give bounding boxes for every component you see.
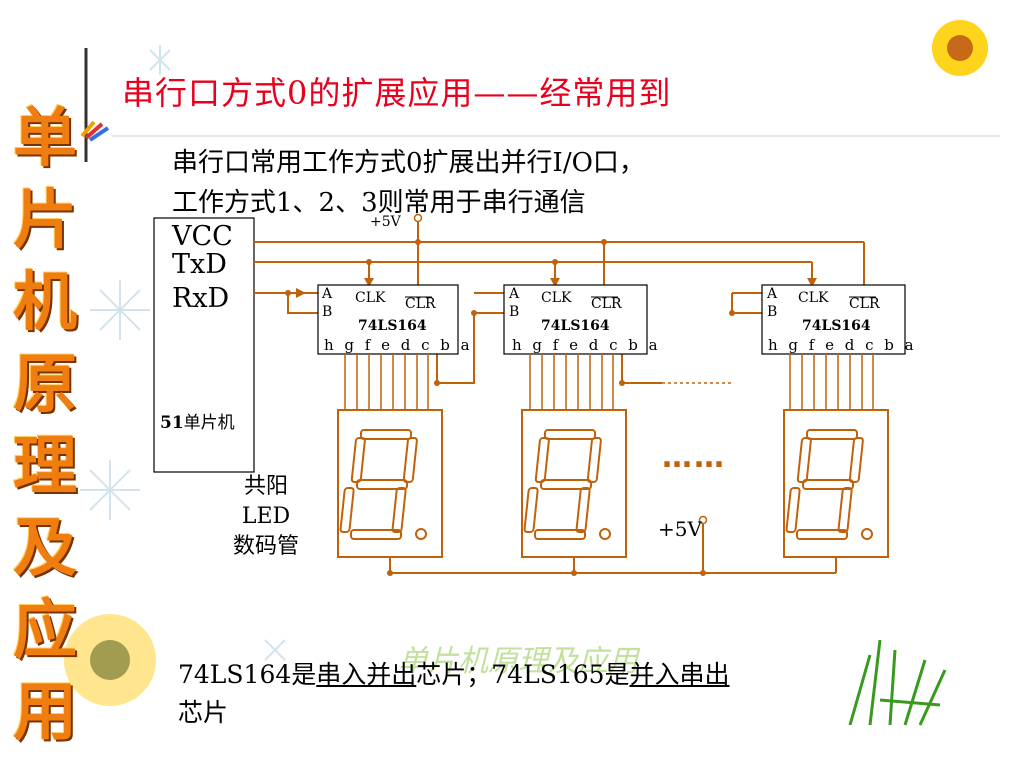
snowflake-icon — [80, 45, 286, 661]
chip2-clk: CLK — [541, 290, 572, 306]
vertical-title: 单 片 机 原 理 及 应 用 — [4, 98, 86, 754]
chip-box-3 — [761, 284, 906, 355]
chip1-outputs: h g f e d c b a — [324, 336, 473, 354]
chip3-clk: CLK — [798, 290, 829, 306]
junction-dots — [285, 239, 735, 576]
chip3-name: 74LS164 — [802, 318, 871, 334]
grass-icon — [848, 639, 947, 726]
intro-line-2: 工作方式1、2、3则常用于串行通信 — [172, 188, 586, 218]
vcc-label-bottom: +5V — [658, 517, 702, 541]
mcu-label: 51单片机 — [160, 408, 235, 433]
slide-title: 串行口方式0的扩展应用——经常用到 — [122, 74, 672, 112]
vcc-terminal-icon — [413, 213, 423, 223]
chip3-input-a: A — [767, 286, 778, 302]
bottom-note-part: 芯片；74LS165是 — [416, 660, 630, 689]
chip2-input-a: A — [509, 286, 520, 302]
led-label-line: 数码管 — [232, 534, 299, 559]
vertical-title-char: 机 — [13, 266, 77, 340]
vertical-title-char: 用 — [13, 676, 77, 750]
bottom-note: 74LS164是串入并出芯片；74LS165是并入串出芯片 — [178, 656, 730, 732]
vertical-title-char: 及 — [13, 512, 77, 586]
chip1-name: 74LS164 — [358, 318, 427, 334]
chip-box-1 — [317, 284, 459, 355]
bottom-note-term: 并入串出 — [629, 660, 730, 689]
mcu-pin-rxd: RxD — [172, 283, 230, 314]
color-pencils-icon — [80, 120, 110, 142]
sunflower-bottom-left-icon — [64, 614, 156, 706]
segment-lines — [344, 354, 874, 410]
watermark-text: 单片机原理及应用 — [398, 644, 638, 679]
bottom-note-part: 芯片 — [178, 698, 229, 727]
intro-line-1: 串行口常用工作方式0扩展出并行I/O口， — [172, 148, 645, 178]
mcu-label-num: 51 — [160, 413, 184, 433]
led-label-line: LED — [241, 504, 291, 529]
chip3-clr: CLR — [849, 296, 880, 312]
vertical-title-char: 单 — [13, 102, 77, 176]
bottom-note-term: 串入并出 — [316, 660, 417, 689]
seven-segment-display-3 — [783, 409, 889, 558]
chip1-clr: CLR — [405, 296, 436, 312]
chip1-clk: CLK — [355, 290, 386, 306]
bottom-note-part: 74LS164是 — [178, 660, 317, 689]
mcu-pin-txd: TxD — [172, 249, 227, 280]
seven-segment-display-2 — [521, 409, 627, 558]
vcc-label-top: +5V — [370, 214, 401, 230]
vertical-title-char: 原 — [13, 348, 77, 422]
led-label-line: 共阳 — [243, 474, 288, 499]
seven-segment-display-1 — [337, 409, 443, 558]
chip2-clr: CLR — [591, 296, 622, 312]
chip3-outputs: h g f e d c b a — [768, 336, 917, 354]
vertical-title-char: 理 — [13, 430, 77, 504]
vertical-title-char: 片 — [13, 184, 77, 258]
chip2-name: 74LS164 — [541, 318, 610, 334]
chip1-input-a: A — [322, 286, 333, 302]
led-label: 共阳 LED 数码管 — [216, 472, 316, 562]
ellipsis-label: …… — [662, 440, 726, 475]
chip1-input-b: B — [322, 304, 333, 320]
chip3-input-b: B — [767, 304, 778, 320]
chip2-outputs: h g f e d c b a — [512, 336, 661, 354]
chip-box-2 — [503, 284, 648, 355]
mcu-label-text: 单片机 — [183, 413, 235, 433]
vertical-title-char: 应 — [13, 594, 77, 668]
mcu-pin-vcc: VCC — [172, 221, 233, 252]
sunflower-top-right-icon — [932, 20, 988, 76]
mcu-box — [153, 217, 255, 473]
chip2-input-b: B — [509, 304, 520, 320]
vcc-terminal-icon — [698, 515, 708, 525]
arrow-icons — [296, 278, 817, 298]
